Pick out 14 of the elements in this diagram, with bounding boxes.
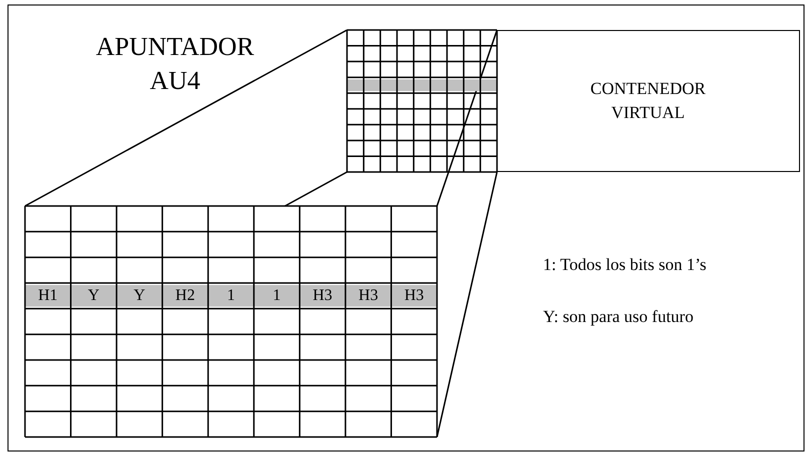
cell-value: H3 <box>403 286 425 306</box>
note-text: Y: son para uso futuro <box>543 307 694 327</box>
cell-value: H1 <box>37 286 59 306</box>
cell-value: H3 <box>358 286 380 306</box>
cell-value: 1 <box>226 286 236 306</box>
cell-value: Y <box>86 286 100 306</box>
container-box <box>497 30 800 172</box>
cell-value: Y <box>132 286 146 306</box>
cell-value: H3 <box>312 286 334 306</box>
container-label: CONTENEDOR VIRTUAL <box>589 78 707 124</box>
cell-value: 1 <box>272 286 282 306</box>
title: APUNTADOR AU4 <box>94 31 256 97</box>
cell-value: H2 <box>174 286 196 306</box>
note-text: 1: Todos los bits son 1’s <box>543 255 706 275</box>
